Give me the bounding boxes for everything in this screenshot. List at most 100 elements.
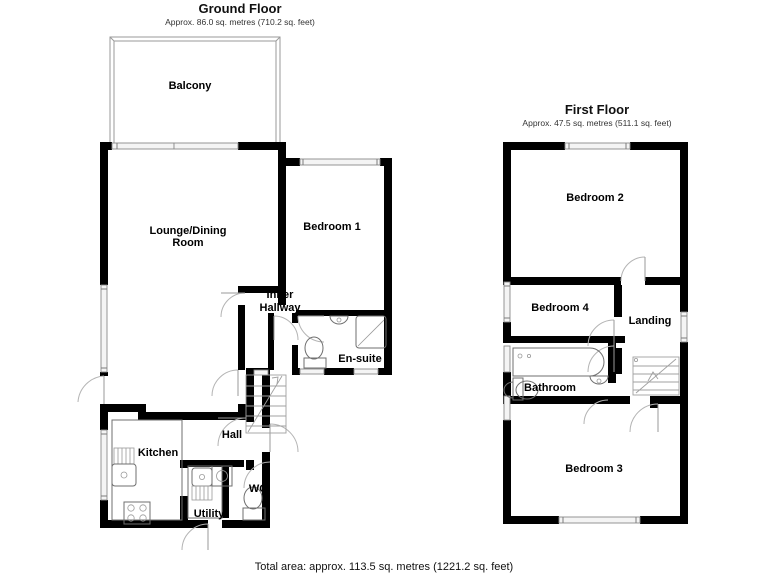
ensuite-window-right <box>353 368 379 375</box>
wall-first-left-mid <box>503 322 511 336</box>
wall-landing-bottom-right <box>650 396 688 404</box>
wall-bed3-door-jamb <box>650 396 658 408</box>
balcony-corner-tr <box>275 36 281 42</box>
wc-door-swing <box>243 461 271 489</box>
kitchen-fixtures <box>111 419 183 525</box>
landing-newel-post <box>634 357 639 362</box>
wall-hall-right-vertical <box>262 375 270 420</box>
utility-drainer <box>191 485 213 501</box>
wall-hall-left-upper <box>238 404 246 420</box>
wall-bed3-bottom-left <box>503 516 559 524</box>
patio-door-left-panel <box>111 142 175 150</box>
utility-counter <box>187 465 223 519</box>
landing-stair-outline <box>632 356 680 396</box>
ground-floor-staircase <box>245 374 287 434</box>
balcony-label: Balcony <box>169 80 213 92</box>
wall-bed2-bottom-left <box>503 277 621 285</box>
wall-lounge-top-right-stub <box>238 142 286 150</box>
landing-label: Landing <box>629 315 672 327</box>
landing-basin-plug <box>596 378 602 384</box>
wc-fixtures <box>242 486 266 521</box>
ensuite-shower-cubicle <box>355 315 387 349</box>
bedroom1-label: Bedroom 1 <box>303 221 360 233</box>
bedroom4-door-swing <box>587 319 615 347</box>
ground-floor-openings <box>77 142 381 551</box>
landing-window <box>680 311 688 343</box>
first-floor-plan: Bedroom 2 Bedroom 4 Landing Bathroom Bed… <box>503 142 688 524</box>
wall-hall-jamb-b <box>262 452 270 462</box>
utility-sink-plug <box>198 473 205 480</box>
wall-first-left-lower-b <box>503 420 511 524</box>
bedroom3-left-window <box>503 395 511 421</box>
bedroom3-label: Bedroom 3 <box>565 463 622 475</box>
wall-bathroom-top <box>503 336 625 343</box>
wall-bed2-left <box>503 142 511 282</box>
wall-inner-hallway-mid <box>268 313 274 370</box>
wall-bed1-top-left-stub <box>286 158 300 166</box>
bathroom-door-swing <box>587 345 615 373</box>
ensuite-toilet-bowl <box>304 336 324 360</box>
wall-hall-jamb-a <box>262 420 270 428</box>
wc-toilet-bowl <box>243 486 263 510</box>
hall-right-door-swing <box>269 423 299 453</box>
bedroom4-window <box>503 281 511 323</box>
bathroom-window <box>503 345 511 373</box>
bathroom-toilet-cistern <box>512 377 524 401</box>
wall-kitchen-top <box>138 412 248 420</box>
wall-lounge-bottom-left <box>104 404 142 412</box>
ensuite-fixtures <box>303 315 387 369</box>
kitchen-hob <box>123 501 151 525</box>
landing-stair-arrow <box>647 371 659 382</box>
hall-inner-door-swing <box>211 369 239 397</box>
wall-wc-top-stub <box>262 460 270 466</box>
bedroom1-window <box>299 158 381 166</box>
ground-floor-plan: Balcony <box>77 36 392 551</box>
wall-bed2-top-left <box>503 142 565 150</box>
wall-utility-left-stub <box>180 460 188 468</box>
wall-bathroom-right <box>608 343 616 383</box>
wall-lounge-right-upper <box>278 142 286 287</box>
lounge-label-line1: Lounge/Dining <box>150 225 227 237</box>
wall-wc-left-upper <box>246 460 254 470</box>
wall-bed2-top-right <box>630 142 688 150</box>
wall-utility-top <box>186 460 244 467</box>
wall-lounge-right-mid <box>278 287 286 305</box>
wall-bed1-right <box>384 158 392 310</box>
wall-kitchen-left-lower <box>100 500 108 528</box>
hall-label: Hall <box>222 429 242 441</box>
wall-first-right-upper <box>680 142 688 312</box>
ground-floor-room-labels: Lounge/Dining Room Bedroom 1 Inner Hallw… <box>138 221 382 520</box>
kitchen-sink-bowl <box>111 463 137 487</box>
hob-ring-3 <box>127 514 135 522</box>
wall-ensuite-door-jamb <box>292 313 298 323</box>
utility-label: Utility <box>194 508 225 520</box>
ensuite-label: En-suite <box>338 353 381 365</box>
first-floor-openings <box>503 142 688 524</box>
balcony-corner-tl <box>109 36 115 42</box>
ensuite-shower-diagonal <box>357 319 385 347</box>
hob-ring-1 <box>127 504 135 512</box>
lounge-label-line2: Room <box>172 237 203 249</box>
ensuite-basin <box>329 315 349 325</box>
wc-toilet-cistern <box>242 507 266 521</box>
total-area-note: Total area: approx. 113.5 sq. metres (12… <box>255 561 513 573</box>
wall-inner-hallway-top <box>238 286 286 293</box>
wall-bed4-right-upper <box>614 285 622 317</box>
kitchen-sink-plug <box>120 471 128 479</box>
wall-kitchen-left-upper <box>100 404 108 430</box>
wall-wc-right <box>262 466 270 520</box>
lounge-entrance-door-swing <box>77 375 105 403</box>
first-floor-staircase <box>632 356 680 396</box>
bedroom2-window <box>564 142 631 150</box>
bath-tap-2 <box>527 353 532 358</box>
stair-direction-line <box>247 375 283 433</box>
bedroom2-door-swing <box>620 256 646 282</box>
wall-bed2-bottom-right <box>645 277 688 285</box>
wall-bed3-bottom-right <box>640 516 688 524</box>
utility-fixtures <box>187 465 233 519</box>
stair-outline <box>245 374 287 434</box>
bathroom-fixtures <box>503 347 609 401</box>
wall-bathroom-bottom-right <box>543 396 616 404</box>
wall-lounge-left-upper <box>100 142 108 285</box>
